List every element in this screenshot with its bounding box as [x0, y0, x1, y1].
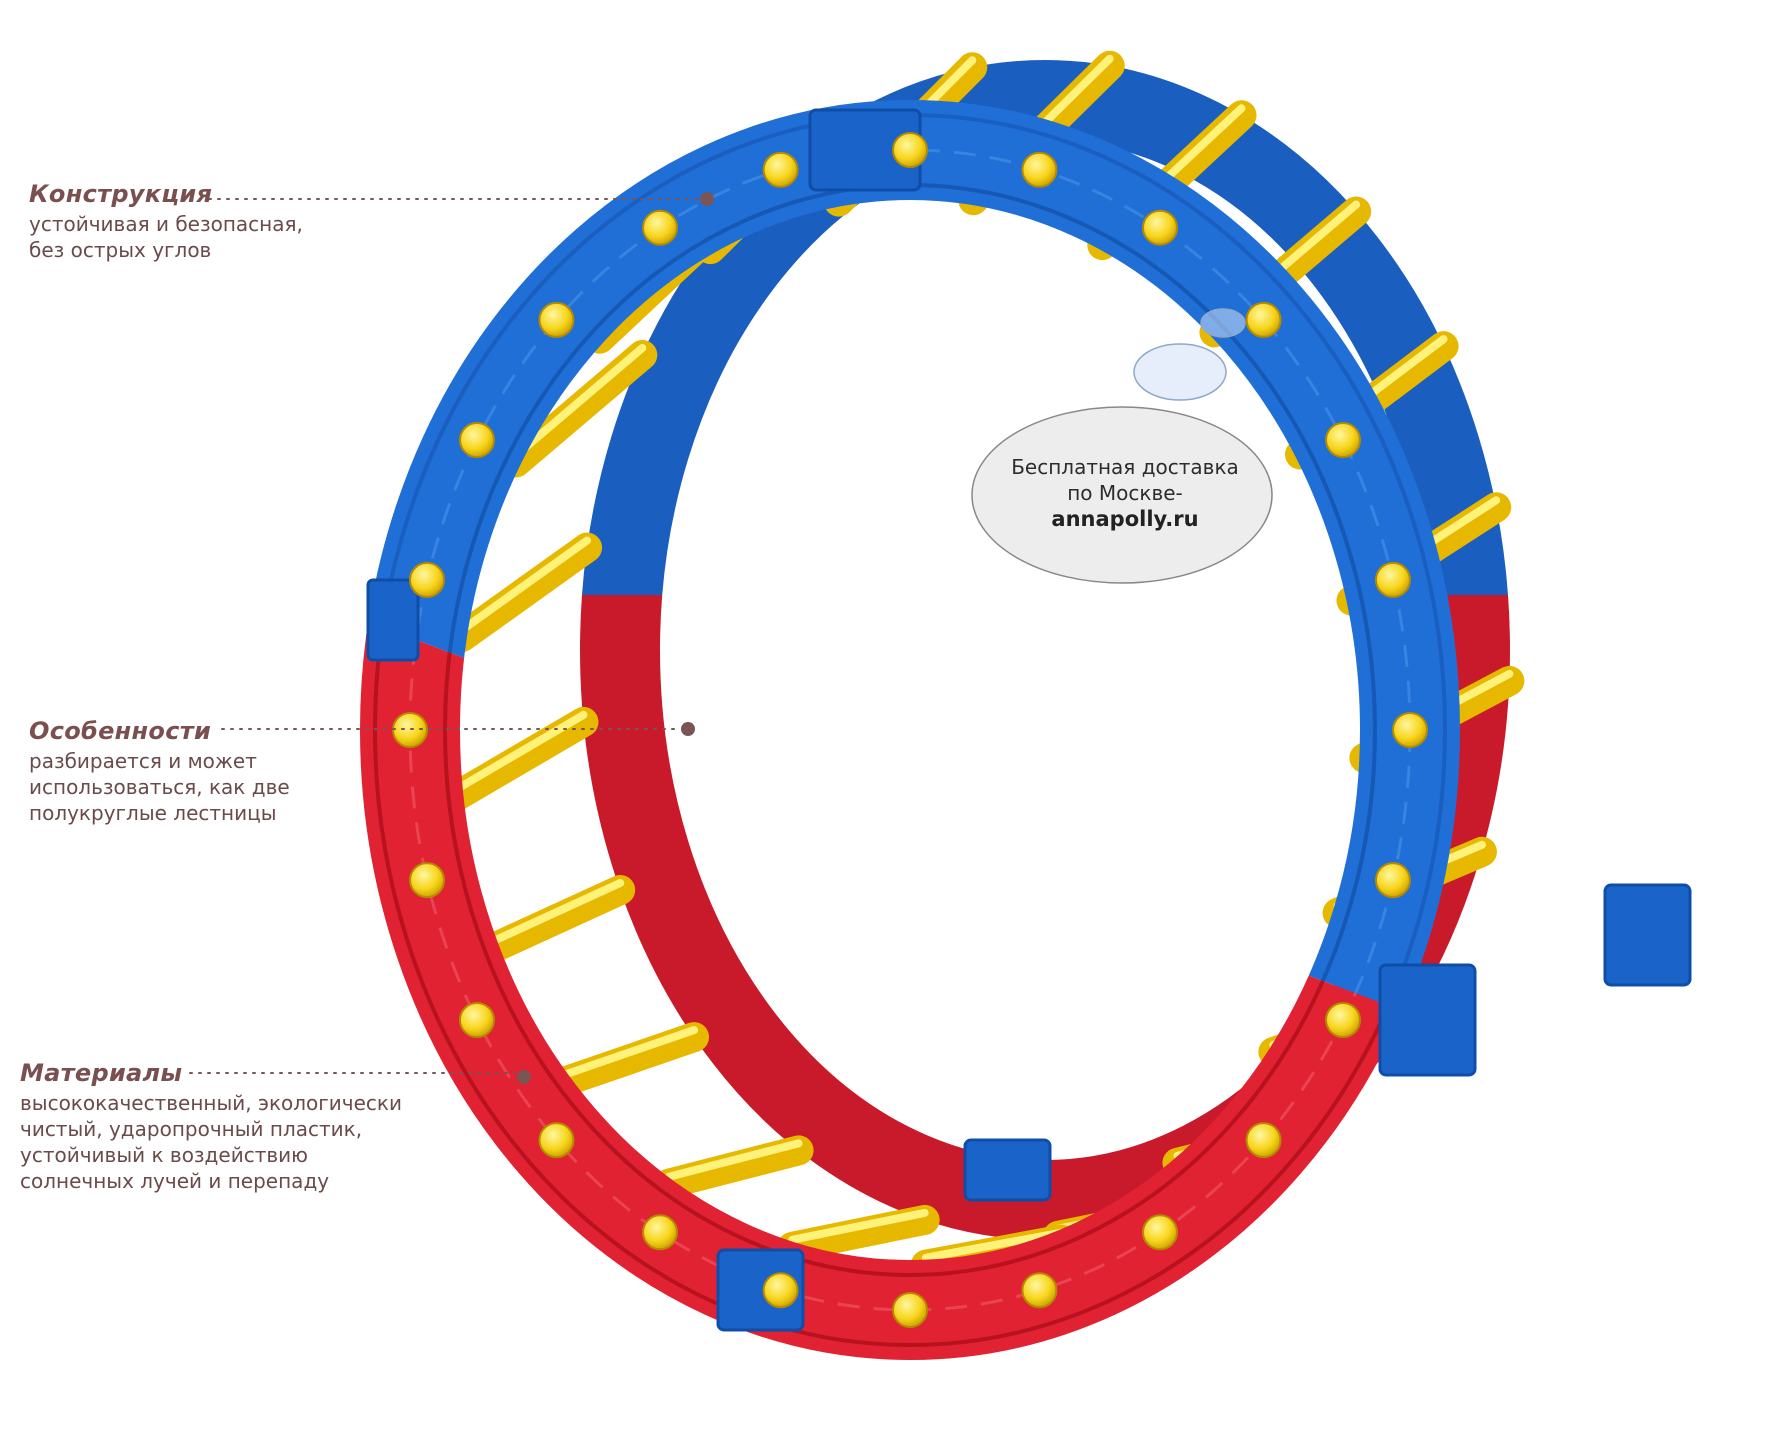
bolt — [762, 151, 799, 188]
delivery-line-2: по Москве- — [1067, 481, 1183, 505]
bolt — [409, 862, 446, 899]
ladder-rung — [479, 874, 636, 963]
connector-plate — [963, 1138, 1052, 1202]
feature-description: устойчивая и безопасная, без острых угло… — [29, 212, 303, 262]
bolt — [409, 561, 446, 598]
bolt — [458, 1002, 495, 1038]
feature-title: Особенности — [29, 717, 212, 745]
feature-description: разбирается и может использоваться, как … — [29, 749, 290, 825]
bolt — [1392, 712, 1428, 748]
ladder-rung — [551, 1022, 710, 1096]
bolt — [892, 132, 928, 168]
front-ring — [360, 100, 1692, 1360]
bolt — [1245, 301, 1282, 338]
rung-highlight — [664, 1139, 803, 1181]
bolt — [1374, 561, 1411, 598]
delivery-site[interactable]: annapolly.ru — [1051, 507, 1199, 531]
feature-title: Конструкция — [29, 180, 213, 208]
delivery-bubbles — [971, 308, 1273, 584]
bolt — [458, 422, 495, 458]
bolt — [1374, 862, 1411, 899]
feature-title: Материалы — [20, 1059, 183, 1087]
bolt — [892, 1292, 928, 1328]
ladder-rung — [443, 706, 599, 811]
bolt — [1021, 151, 1058, 188]
bolt — [642, 1214, 678, 1251]
leader-dot — [517, 1070, 531, 1084]
ladder-rung — [653, 1135, 814, 1199]
leader-dot — [700, 192, 714, 206]
connector-plate — [1378, 963, 1477, 1077]
bolt — [538, 301, 575, 338]
delivery-badge-bubble — [971, 406, 1273, 584]
rung-highlight — [788, 1208, 929, 1244]
feature-construction: Конструкция устойчивая и безопасная, без… — [29, 180, 389, 263]
connector-plate — [366, 578, 420, 662]
rung-highlight — [562, 1026, 699, 1078]
rung-highlight — [511, 344, 647, 460]
bolt — [642, 209, 678, 246]
ladder-rung — [500, 340, 658, 478]
rung-highlight — [454, 710, 588, 793]
connector-plate — [716, 1248, 805, 1332]
bolt — [1325, 1002, 1362, 1038]
bolt — [1142, 1214, 1178, 1251]
connector-plate — [1603, 883, 1692, 987]
feature-description: высококачественный, экологически чистый,… — [20, 1091, 402, 1193]
bolt — [1142, 209, 1178, 246]
bolt — [1245, 1122, 1282, 1159]
ladder-rung — [777, 1204, 940, 1262]
bolt — [1325, 422, 1362, 458]
bolt — [1021, 1272, 1058, 1309]
rung-highlight — [921, 1228, 1066, 1262]
ladder-rung — [446, 532, 603, 653]
rung-highlight — [457, 536, 592, 635]
feature-characteristics: Особенности разбирается и может использо… — [29, 717, 389, 826]
bolt — [762, 1272, 799, 1309]
bolt — [538, 1122, 575, 1159]
leader-dot — [681, 722, 695, 736]
delivery-badge: Бесплатная доставка по Москве- annapolly… — [976, 410, 1274, 576]
feature-materials: Материалы высококачественный, экологичес… — [20, 1059, 490, 1194]
leader-lines — [189, 192, 714, 1084]
delivery-line-1: Бесплатная доставка — [1011, 455, 1239, 479]
rung-highlight — [490, 878, 625, 945]
